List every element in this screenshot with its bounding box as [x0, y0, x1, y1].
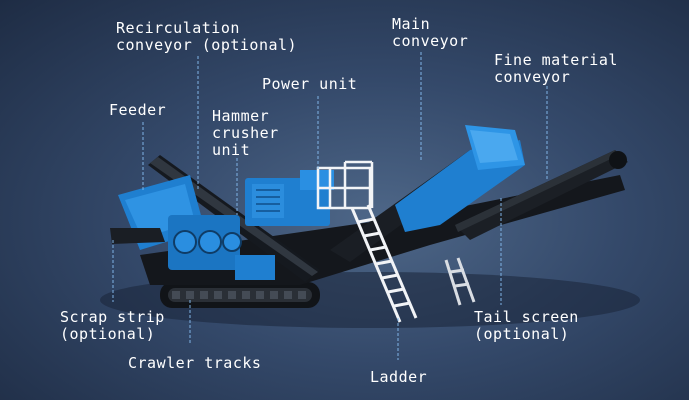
ladder-shape [350, 204, 418, 323]
crawler-tracks-shape [160, 282, 320, 308]
tail-screen-shape [444, 257, 476, 306]
label-fine-material-conveyor: Fine material conveyor [494, 52, 618, 86]
platform-rails-shape [316, 160, 374, 210]
label-power-unit: Power unit [262, 76, 357, 93]
label-crawler-tracks: Crawler tracks [128, 355, 261, 372]
label-feeder-line1: Feeder [109, 101, 167, 119]
label-tail-screen: Tail screen (optional) [474, 309, 579, 343]
label-recirculation-line2: conveyor (optional) [116, 36, 298, 54]
label-hammer-crusher-line3: unit [212, 141, 251, 159]
label-crawler-tracks-line1: Crawler tracks [128, 354, 262, 372]
label-scrap-strip: Scrap strip (optional) [60, 309, 165, 343]
label-fine-material-line1: Fine material [494, 51, 618, 69]
leader-lines [112, 52, 548, 360]
label-ladder-line1: Ladder [370, 368, 428, 386]
hammer-crusher-shape [168, 215, 275, 280]
label-main-conveyor-line2: conveyor [392, 32, 469, 50]
power-unit-shape [245, 170, 334, 226]
label-scrap-strip-line1: Scrap strip [60, 308, 165, 326]
label-ladder: Ladder [370, 369, 427, 386]
label-tail-screen-line2: (optional) [474, 325, 570, 343]
fine-material-conveyor-shape [455, 150, 628, 240]
label-tail-screen-line1: Tail screen [474, 308, 579, 326]
label-hammer-crusher-unit: Hammer crusher unit [212, 108, 279, 159]
label-scrap-strip-line2: (optional) [60, 325, 156, 343]
feeder-shape [110, 175, 205, 250]
label-main-conveyor-line1: Main [392, 15, 431, 33]
label-hammer-crusher-line2: crusher [212, 124, 279, 142]
label-fine-material-line2: conveyor [494, 68, 571, 86]
label-main-conveyor: Main conveyor [392, 16, 468, 50]
label-power-unit-line1: Power unit [262, 75, 358, 93]
label-recirculation-conveyor: Recirculation conveyor (optional) [116, 20, 297, 54]
label-hammer-crusher-line1: Hammer [212, 107, 270, 125]
label-recirculation-line1: Recirculation [116, 19, 240, 37]
label-feeder: Feeder [109, 102, 166, 119]
